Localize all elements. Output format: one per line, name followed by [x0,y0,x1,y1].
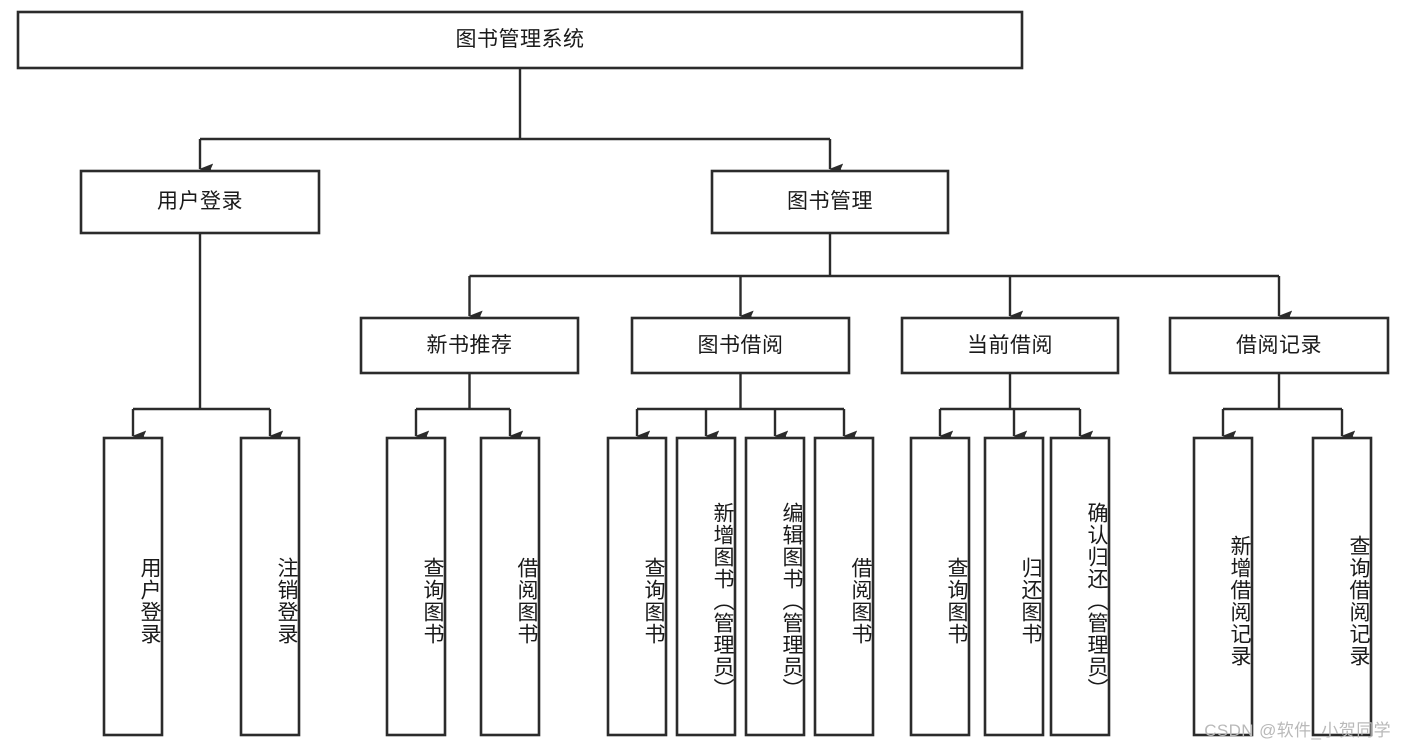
node-box-root [16,10,1024,70]
node-box-leaf-borrow-book [813,436,875,737]
node-box-leaf-edit-book [744,436,806,737]
node-box-user-login [79,169,321,235]
watermark: CSDN @软件_小贺同学 [1204,721,1391,740]
node-box-leaf-user-logout [239,436,301,737]
node-box-leaf-query-book-cur [909,436,971,737]
node-box-leaf-query-record [1311,436,1373,737]
node-box-leaf-query-book-rec [385,436,447,737]
edges-group [131,68,1356,442]
node-box-leaf-add-book [675,436,737,737]
node-box-book-borrow [630,316,851,375]
node-box-leaf-user-login [102,436,164,737]
node-box-leaf-return-book [983,436,1045,737]
node-box-book-manage [710,169,950,235]
node-box-leaf-borrow-book-rec [479,436,541,737]
node-box-current-borrow [900,316,1120,375]
node-box-leaf-confirm-return [1049,436,1111,737]
node-box-borrow-record [1168,316,1390,375]
node-box-leaf-query-book-borrow [606,436,668,737]
boxes-group [16,10,1390,737]
node-box-leaf-add-record [1192,436,1254,737]
node-box-new-book-rec [359,316,580,375]
